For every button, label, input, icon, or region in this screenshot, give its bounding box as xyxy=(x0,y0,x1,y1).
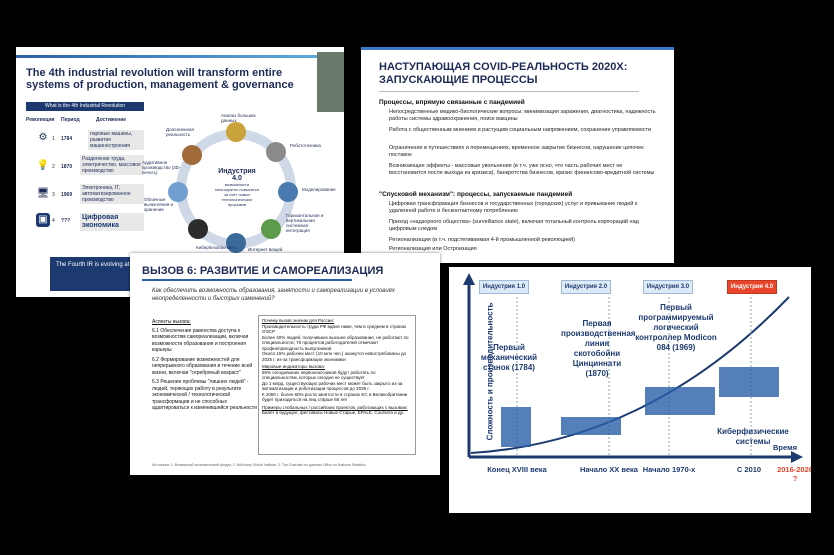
rev-year: ??? xyxy=(61,218,71,224)
chip-icon: ▣ xyxy=(36,213,50,227)
caption-industry-3: Первый программируемый логический контро… xyxy=(635,303,717,352)
center-sub: возможности многократно повысятся за счё… xyxy=(215,182,259,207)
bullet-item: Регионализация или Остроизация xyxy=(389,246,477,252)
industry-1-badge: Индустрия 1.0 xyxy=(479,280,529,294)
ring-label: Робототехника xyxy=(290,143,321,148)
integration-icon xyxy=(261,219,281,239)
ring-label: Кибербезопасность xyxy=(196,245,237,250)
industry-2-badge: Индустрия 2.0 xyxy=(561,280,611,294)
slide1-title: The 4th industrial revolution will trans… xyxy=(26,67,294,91)
rev-achievement: Цифровая экономика xyxy=(80,213,144,231)
projects-heading: Примеры глобальных / российских проектов… xyxy=(262,404,408,410)
rev-achievement: паровые машины, развитие машиностроения xyxy=(88,130,144,150)
computer-icon: 🖥 xyxy=(36,188,50,199)
section2-heading: "Спусковой механизм": процессы, запускае… xyxy=(379,191,573,198)
center-title: Индустрия 4.0 xyxy=(218,168,256,182)
big-data-icon xyxy=(226,122,246,142)
ring-label: Облачные вычисления и хранение xyxy=(144,197,174,212)
indicators-heading: Мировые индикаторы вызова: xyxy=(262,364,325,369)
industry40-center: Индустрия 4.0 возможности многократно по… xyxy=(213,168,261,207)
section1-heading: Процессы, впрямую связанные с пандемией xyxy=(379,99,525,106)
aspect-item: 6.3 Решение проблемы "лишних людей" - лю… xyxy=(152,379,257,411)
slide2-divider xyxy=(379,91,639,92)
bullet-item: Работа с общественным мнением и растущим… xyxy=(389,127,652,133)
slide3-underline xyxy=(142,279,352,281)
aspect-item: 6.1 Обеспечение равенства доступа к возм… xyxy=(152,327,249,354)
iot-icon xyxy=(226,233,246,253)
period-label: С 2010 xyxy=(736,465,762,474)
industry-3-badge: Индустрия 3.0 xyxy=(643,280,693,294)
period-label: Начало XX века xyxy=(580,465,638,474)
significance-heading: Почему вызов значим для России: xyxy=(262,318,335,323)
bullet-item: Приход «надзорного общества» (surveillan… xyxy=(389,219,639,232)
ring-label: Моделирование xyxy=(302,187,336,192)
caption-industry-2: Первая производственная линия скотобойни… xyxy=(561,319,636,378)
bullet-item: Цифровая трансформация бизнесов и госуда… xyxy=(389,201,638,214)
ring-label: Анализ больших данных xyxy=(221,113,256,123)
rev-year: 1969 xyxy=(61,192,73,198)
slide3-title: ВЫЗОВ 6: РАЗВИТИЕ И САМОРЕАЛИЗАЦИЯ xyxy=(142,265,384,277)
ring-label: Интернет вещей xyxy=(248,247,283,252)
rev-achievement: Разделение труда, электричество, массово… xyxy=(80,155,144,175)
significance-item: До 1 млрд. существующих рабочих мест мож… xyxy=(262,380,403,392)
bullet-item: Непосредственные медико-биологические во… xyxy=(389,109,656,122)
rev-achievement: Электроника, IT, автоматизированное прои… xyxy=(80,184,144,204)
rev-num: 4 xyxy=(52,218,55,224)
x-axis-label: Время xyxy=(773,443,797,452)
ring-label: Дополненная реальность xyxy=(166,127,194,137)
timeline-axes xyxy=(463,273,803,463)
col-achievement: Достижение xyxy=(96,117,127,123)
rev-num: 3 xyxy=(52,192,55,198)
slide3-sources: Источники: 1. Всемирный экономический фо… xyxy=(152,463,366,467)
rev-num: 2 xyxy=(52,164,55,170)
table-header: What is the 4th Industrial Revolution xyxy=(26,102,144,111)
bullet-item: Ограничения в путешествиях и перемещения… xyxy=(389,145,644,158)
rev-year: 1784 xyxy=(61,136,73,142)
cloud-icon xyxy=(168,182,188,202)
video-thumbnail xyxy=(317,52,344,112)
period-label: Конец XVIII века xyxy=(487,465,547,474)
significance-item: 65% сегодняшних первоклассников будут ра… xyxy=(262,369,376,381)
significance-item: Билет в будущее, фестиваль Новые Старые,… xyxy=(262,410,405,415)
bullet-item: Регионализация (в т.ч. подстегиваемая 4-… xyxy=(389,237,575,243)
title-accent-line xyxy=(16,55,344,58)
aspect-item: 6.2 Формирование возможностей для непрер… xyxy=(152,356,253,376)
3d-print-icon xyxy=(182,145,202,165)
slide3-question: Как обеспечить возможность образования, … xyxy=(152,288,395,302)
industry-4-badge: Индустрия 4.0 xyxy=(727,280,777,294)
col-revolution: Революция xyxy=(26,117,55,123)
aspects-list: Аспекты вызова: 6.1 Обеспечение равенств… xyxy=(152,319,262,412)
gear-icon: ⚙ xyxy=(38,132,48,143)
significance-box: Почему вызов значим для России: Производ… xyxy=(258,315,416,455)
period-label-future: 2016-2026 ? xyxy=(777,465,811,483)
significance-item: Производительность труда РФ вдвое ниже, … xyxy=(262,323,407,335)
ring-label: Аддитивное производство (3D-печать) xyxy=(142,160,181,175)
bullet-item: Возникающие эффекты - массовые увольнени… xyxy=(389,163,655,176)
significance-item: Более 40% людей, получивших высшее образ… xyxy=(262,334,409,351)
rev-num: 1 xyxy=(52,136,55,142)
caption-industry-1: Первый механический станок (1784) xyxy=(480,343,538,372)
slide2-title: НАСТУПАЮЩАЯ COVID-РЕАЛЬНОСТЬ 2020Х: ЗАПУ… xyxy=(379,61,628,86)
caption-industry-4: Киберфизические системы xyxy=(717,427,789,446)
slide2-top-bar xyxy=(361,47,674,50)
slide-industry-timeline: Индустрия 1.0 Индустрия 2.0 Индустрия 3.… xyxy=(449,267,811,513)
significance-item: К 2060 г. более 60% роста занятости в ст… xyxy=(262,391,408,403)
aspects-heading: Аспекты вызова: xyxy=(152,319,191,325)
slide-covid-reality: НАСТУПАЮЩАЯ COVID-РЕАЛЬНОСТЬ 2020Х: ЗАПУ… xyxy=(361,47,674,263)
robot-icon xyxy=(266,142,286,162)
rev-year: 1870 xyxy=(61,164,73,170)
modeling-icon xyxy=(278,182,298,202)
period-label: Начало 1970-х xyxy=(642,465,696,474)
lightbulb-icon: 💡 xyxy=(36,160,50,171)
col-period: Период xyxy=(61,117,80,123)
slide-challenge-6: ВЫЗОВ 6: РАЗВИТИЕ И САМОРЕАЛИЗАЦИЯ Как о… xyxy=(130,253,440,475)
cybersecurity-icon xyxy=(188,219,208,239)
ring-label: Горизонтальная и вертикальная системная … xyxy=(286,213,324,233)
significance-item: Около 15% рабочих мест (10 млн чел.) ока… xyxy=(262,351,407,362)
